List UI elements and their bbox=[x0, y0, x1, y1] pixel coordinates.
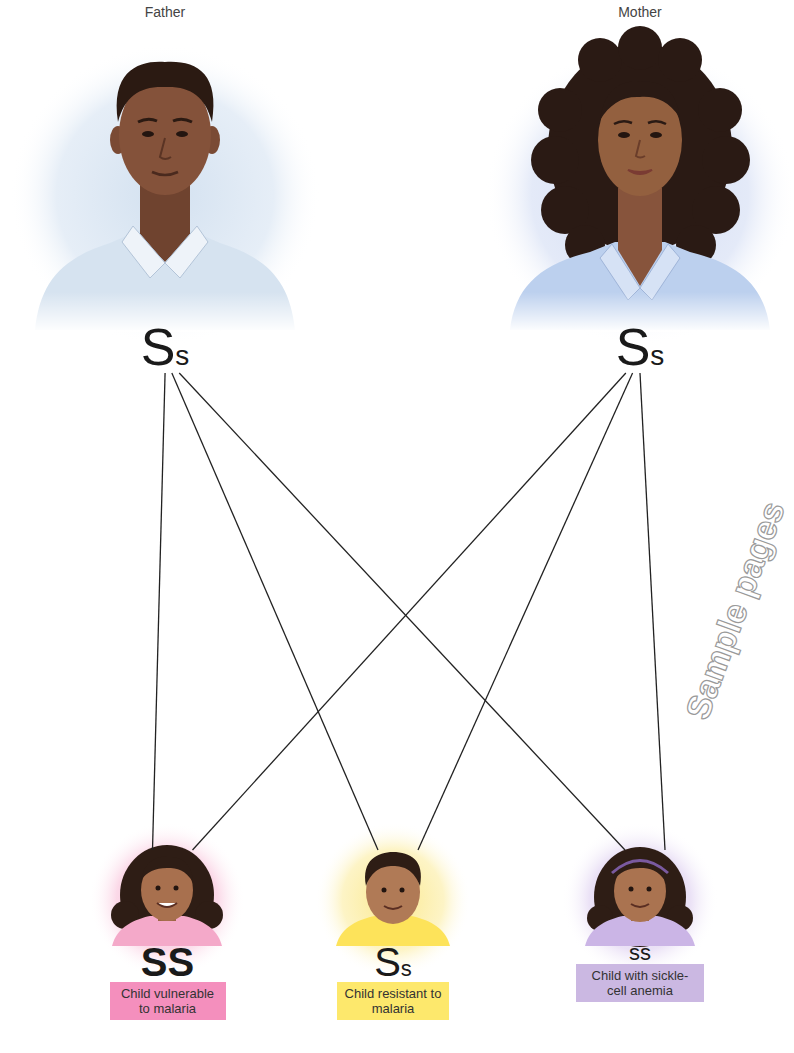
parent-label: Mother bbox=[500, 4, 780, 21]
mother-portrait bbox=[650, 132, 662, 138]
inheritance-line bbox=[172, 373, 378, 850]
outcome-box: Child with sickle-cell anemia bbox=[576, 964, 704, 1002]
inheritance-line bbox=[640, 373, 665, 850]
outcome-box: Child vulnerable to malaria bbox=[110, 982, 226, 1020]
mother-portrait bbox=[658, 38, 702, 82]
outcome-box: Child resistant to malaria bbox=[337, 982, 449, 1020]
boy-portrait bbox=[382, 888, 387, 893]
father-portrait bbox=[165, 226, 208, 278]
genotype: SS bbox=[95, 942, 240, 982]
mother-portrait bbox=[636, 140, 645, 158]
genotype: Ss bbox=[328, 942, 458, 982]
mother-portrait bbox=[640, 244, 680, 300]
mother-portrait bbox=[618, 26, 662, 70]
father-portrait bbox=[10, 45, 320, 345]
genotype: ss bbox=[570, 942, 710, 964]
mother-portrait bbox=[628, 170, 652, 174]
genotype: Ss bbox=[15, 321, 315, 373]
mother-portrait bbox=[485, 45, 794, 345]
girl-portrait bbox=[612, 861, 668, 874]
mother-portrait bbox=[600, 244, 640, 300]
girl-portrait bbox=[157, 903, 177, 907]
parent-label: Father bbox=[15, 4, 315, 21]
father-portrait bbox=[152, 172, 178, 175]
inheritance-line bbox=[153, 373, 166, 850]
girl-portrait bbox=[141, 857, 193, 882]
mother-portrait bbox=[600, 82, 680, 120]
watermark: Sample pages bbox=[678, 496, 793, 724]
genotype: Ss bbox=[500, 321, 780, 373]
father-portrait bbox=[117, 62, 214, 122]
mother-portrait bbox=[702, 136, 750, 184]
girl-portrait bbox=[631, 904, 649, 907]
girl-portrait bbox=[562, 822, 718, 978]
inheritance-line bbox=[193, 373, 626, 850]
father-portrait bbox=[10, 45, 320, 345]
mother-portrait bbox=[485, 26, 794, 345]
mother-portrait bbox=[578, 38, 622, 82]
father-portrait bbox=[142, 131, 154, 137]
girl-portrait bbox=[156, 886, 161, 891]
parent-node: MotherSs bbox=[500, 4, 780, 373]
mother-portrait bbox=[618, 132, 630, 138]
mother-portrait bbox=[614, 121, 632, 124]
child-node: ssChild with sickle-cell anemia bbox=[570, 850, 710, 1002]
inheritance-line bbox=[418, 373, 633, 850]
inheritance-line bbox=[179, 373, 625, 850]
father-portrait bbox=[122, 226, 165, 278]
mother-portrait bbox=[698, 88, 742, 132]
girl-portrait bbox=[562, 822, 718, 978]
father-portrait bbox=[173, 119, 192, 122]
girl-portrait bbox=[629, 887, 634, 892]
mother-portrait bbox=[538, 88, 582, 132]
father-portrait bbox=[138, 119, 157, 122]
father-portrait bbox=[160, 138, 171, 159]
father-portrait bbox=[176, 131, 188, 137]
boy-portrait bbox=[384, 906, 402, 909]
mother-portrait bbox=[648, 121, 666, 124]
child-node: SsChild resistant to malaria bbox=[328, 850, 458, 1020]
girl-portrait bbox=[174, 886, 179, 891]
boy-portrait bbox=[400, 888, 405, 893]
mother-portrait bbox=[531, 136, 579, 184]
boy-portrait bbox=[365, 852, 421, 886]
child-node: SSChild vulnerable to malaria bbox=[95, 850, 240, 1020]
parent-node: FatherSs bbox=[15, 4, 315, 373]
girl-portrait bbox=[647, 887, 652, 892]
